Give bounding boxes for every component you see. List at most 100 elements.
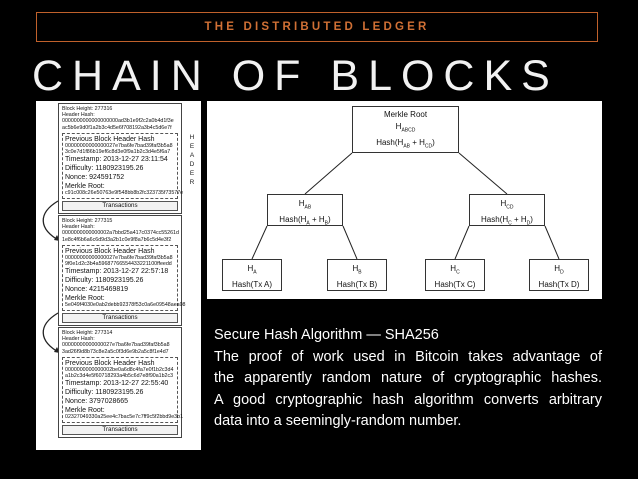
block-chain-figure: H E A D E R Block Height: 277316 Header … [36,101,201,450]
merkle-leaf-c: HC Hash(Tx C) [425,259,485,291]
node-formula-sub: B [324,220,329,227]
edge-cd-d [544,225,560,260]
header-letter: D [189,161,195,168]
merkle-leaf-a: HA Hash(Tx A) [222,259,282,291]
node-formula-sub: A [306,220,310,227]
timestamp: Timestamp: 2013-12-27 22:55:40 [65,380,169,388]
merkle-root-node: Merkle Root HABCD Hash(HAB + HCD) [352,106,459,153]
block-hash-line: 1e8c4f6b6a6c6d9d3a2b1c0e9f8a7b6c5d4e3f2 [62,236,172,243]
node-formula: + H [409,137,425,147]
node-hash: H [500,199,507,208]
nonce: Nonce: 924591752 [65,174,125,182]
nonce: Nonce: 4215469819 [65,286,129,294]
block-header-fields: Previous Block Header Hash 0000000000000… [62,356,184,423]
caption-line: data into a seemingly-random number. [214,413,462,429]
block-hash-line: 0000000000000000000ad3b1e9f2c2a0b4d1f3e [62,118,174,125]
chain-arrow-2 [42,312,61,354]
previous-hash-label: Previous Block Header Hash [65,247,155,255]
node-hash: H [554,264,561,273]
node-formula: ) [328,214,331,224]
node-formula: ) [530,214,533,224]
node-hash-sub: AB [304,204,312,211]
header-letter: A [189,152,195,159]
block-hash-line: 3ad26f9d8b73c8e2a5c0f3d6e9b2a5c8f1e4d7 [62,348,169,355]
slide-title: CHAIN OF BLOCKS [32,52,559,100]
node-hash: H [298,199,305,208]
block-card: Block Height: 277314 Header Hash: 000000… [58,327,184,438]
block-card: Block Height: 277316 Header Hash: 000000… [58,103,184,214]
node-formula: Hash(Tx B) [336,279,378,289]
merkle-tree-edges [251,152,560,260]
block-hash-line: 00000000000000027e7ba6fe7bad39faf3b5a8 [62,342,170,349]
header-letter: R [189,179,195,186]
header-letter: H [189,134,195,141]
node-formula: Hash(H [481,214,509,224]
node-hash-sub: B [358,269,362,276]
block-header-text: Block Height: 277314 Header Hash: 000000… [59,328,181,357]
node-formula: Hash(H [279,214,307,224]
merkle-tree-figure: Merkle Root HABCD Hash(HAB + HCD) HAB Ha… [207,101,602,299]
caption-heading: Secure Hash Algorithm — SHA256 [214,327,439,343]
difficulty: Difficulty: 1180923195.26 [65,277,144,285]
previous-hash-line: a1b2c3d4e5f60718293a4b5c6d7e8f90a1b2c3 [65,372,174,379]
node-formula-sub: AB [403,143,410,150]
block-height: Block Height: 277314 [62,330,113,336]
edge-cd-c [454,225,470,260]
block-card: Block Height: 277315 Header Hash: 000000… [58,215,186,326]
node-formula-sub: CD [424,143,433,150]
merkle-leaf-b: HB Hash(Tx B) [327,259,387,291]
transactions-box: Transactions [62,424,178,435]
merkle-node-cd: HCD Hash(HC + HD) [469,194,545,226]
merkle-leaf-d: HD Hash(Tx D) [529,259,589,291]
node-hash-sub: ABCD [401,127,416,134]
block-header-hash-label: Header Hash: [62,336,95,343]
node-hash: H [247,264,254,273]
node-formula: ) [432,137,435,147]
section-banner-label: THE DISTRIBUTED LEDGER [204,21,430,33]
block-height: Block Height: 277315 [62,218,113,224]
block-hash-line: ac5b6e9d0f1a2b3c4d5e6f708192a3b4c5d6e7f [62,124,172,131]
block-header-text: Block Height: 277316 Header Hash: 000000… [59,104,181,133]
block-header-fields: Previous Block Header Hash 0000000000000… [62,244,186,311]
node-hash-sub: CD [506,204,514,211]
node-formula-sub: C [508,220,512,227]
caption-line: the apparently random nature of cryptogr… [214,370,602,386]
node-hash: H [450,264,457,273]
timestamp: Timestamp: 2013-12-27 23:11:54 [65,156,168,164]
block-hash-line: 0000000000000002a7bbd25a417c0374cc55261d [62,230,179,237]
block-header-fields: Previous Block Header Hash 0000000000000… [62,132,184,199]
section-banner: THE DISTRIBUTED LEDGER [36,12,598,42]
transactions-box: Transactions [62,312,178,323]
previous-hash-line: 9f0e1d2c3b4a59687766554433221100ffeedd [65,260,172,267]
edge-ab-a [251,225,268,260]
node-formula: + H [309,214,325,224]
nonce: Nonce: 3797028665 [65,398,129,406]
chain-arrow-1 [42,200,61,242]
edge-root-cd [458,152,508,195]
block-header-text: Block Height: 277315 Header Hash: 000000… [59,216,181,245]
header-letter: E [189,170,195,177]
caption-line: A good cryptographic hash algorithm conv… [214,391,602,408]
merkle-root-title: Merkle Root [383,110,428,119]
node-formula: Hash(Tx A) [231,279,272,289]
edge-root-ab [304,152,353,195]
caption-line: The proof of work used in Bitcoin takes … [214,348,602,365]
merkle-root-line: c91c008c26e50763e9f548bb8b2fc323735f7357… [65,190,184,197]
node-hash-sub: A [253,269,257,276]
previous-hash-line: 00000000000000027e7ba6fe7bad39faf3b5a8 [65,142,173,149]
previous-hash-line: 3c0e7d1f86b19ef6c8d3e0f9a1b2c3d4e5f6a7 [65,148,171,155]
node-formula: Hash(H [376,137,404,147]
block-height: Block Height: 277316 [62,106,113,112]
merkle-node-ab: HAB Hash(HA + HB) [267,194,343,226]
node-hash: H [352,264,359,273]
previous-hash-label: Previous Block Header Hash [65,359,155,367]
merkle-root-label: Merkle Root: [65,407,105,415]
difficulty: Difficulty: 1180923195.26 [65,165,144,173]
previous-hash-line: 0000000000000002be0a6d8c4fa7e0f1b2c3d4 [65,366,174,373]
transactions-box: Transactions [62,200,178,211]
node-formula: Hash(Tx D) [538,279,580,289]
merkle-root-line: 02327049330a25ee4c7bac5e7c7ff9c5f2bbd9e3… [65,414,184,421]
block-header-hash-label: Header Hash: [62,112,95,119]
merkle-root-label: Merkle Root: [65,183,105,191]
merkle-root-line: 5e049f4030e0ab2debb92378f53c0a6e09548aea… [65,302,186,309]
